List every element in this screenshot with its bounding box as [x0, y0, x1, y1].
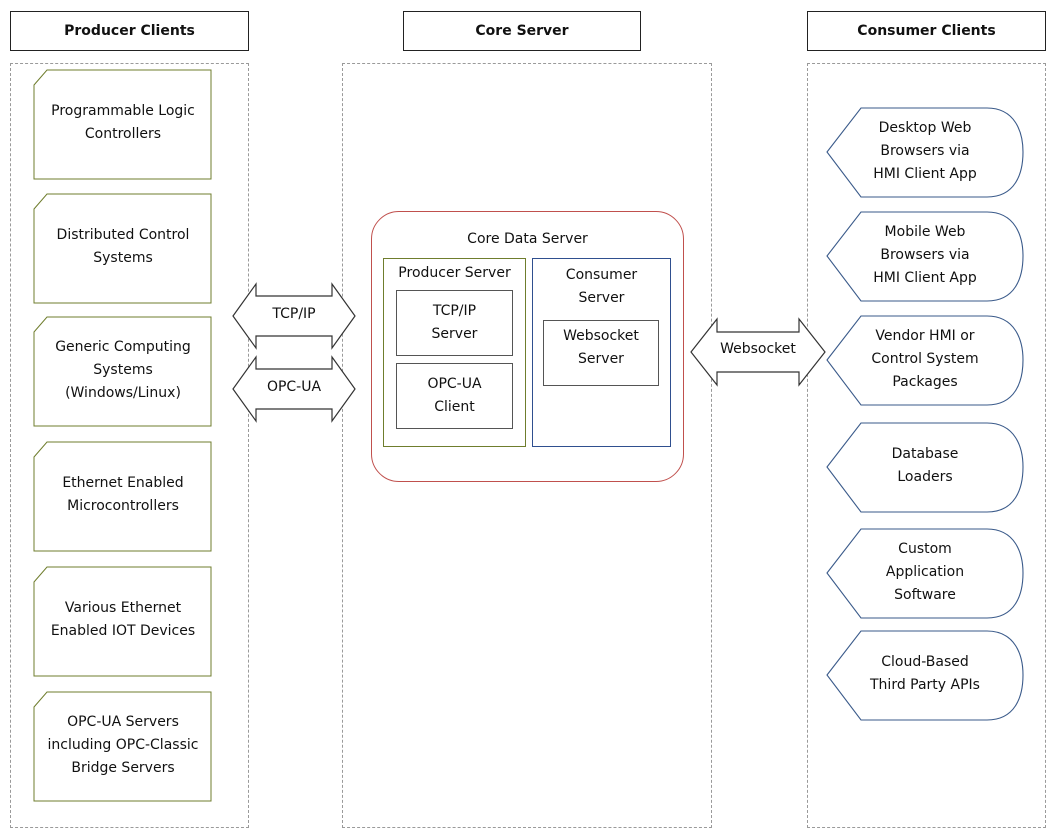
consumer-client-label: Cloud-Based Third Party APIs — [870, 654, 980, 693]
consumer-client-custom-software — [826, 528, 1024, 619]
producer-client-label: Programmable Logic Controllers — [51, 103, 195, 142]
producer-clients-header: Producer Clients — [10, 11, 249, 51]
consumer-client-label: Database Loaders — [891, 446, 959, 485]
consumer-clients-lane — [807, 63, 1046, 828]
websocket-server — [543, 320, 659, 386]
consumer-clients-header: Consumer Clients — [807, 11, 1046, 51]
consumer-server-title: Consumer Server — [565, 267, 638, 306]
websocket-arrow — [690, 317, 826, 387]
opc-ua-arrow — [232, 355, 356, 423]
consumer-client-mobile-browsers — [826, 211, 1024, 302]
producer-server-title: Producer Server — [398, 264, 511, 281]
consumer-client-label: Desktop Web Browsers via HMI Client App — [873, 119, 977, 182]
consumer-client-vendor-hmi — [826, 315, 1024, 406]
opc-ua-client — [396, 363, 513, 429]
websocket-server-label: Websocket Server — [563, 328, 639, 367]
tcp-ip-server — [396, 290, 513, 356]
tcp-ip-arrow — [232, 282, 356, 350]
producer-client-label: Distributed Control Systems — [56, 227, 190, 266]
consumer-client-label: Mobile Web Browsers via HMI Client App — [873, 223, 977, 286]
consumer-client-label: Custom Application Software — [885, 540, 965, 603]
consumer-server — [532, 258, 671, 447]
core-server-lane — [342, 63, 712, 828]
core-data-server — [371, 211, 684, 482]
tcp-ip-server-label: TCP/IP Server — [431, 303, 478, 342]
producer-client-label: Generic Computing Systems (Windows/Linux… — [55, 338, 191, 401]
consumer-client-database-loaders — [826, 422, 1024, 513]
consumer-client-desktop-browsers — [826, 107, 1024, 198]
producer-client-generic-computing — [33, 316, 212, 427]
core-data-server-title: Core Data Server — [467, 230, 588, 247]
producer-client-label: Various Ethernet Enabled IOT Devices — [50, 600, 196, 639]
core-server-header: Core Server — [403, 11, 641, 51]
consumer-client-label: Vendor HMI or Control System Packages — [871, 327, 979, 390]
producer-client-label: OPC-UA Servers including OPC-Classic Bri… — [47, 713, 199, 776]
tcp-ip-label: TCP/IP — [272, 305, 316, 322]
producer-client-ethernet-microcontrollers — [33, 441, 212, 552]
producer-client-label: Ethernet Enabled Microcontrollers — [62, 475, 184, 514]
producer-server — [383, 258, 526, 447]
producer-client-dcs — [33, 193, 212, 304]
producer-clients-lane — [10, 63, 249, 828]
producer-client-opc-ua-servers — [33, 691, 212, 802]
producer-client-iot-devices — [33, 566, 212, 677]
websocket-label: Websocket — [720, 340, 796, 357]
consumer-client-cloud-apis — [826, 630, 1024, 721]
opc-ua-client-label: OPC-UA Client — [427, 376, 482, 415]
producer-client-plc — [33, 69, 212, 180]
opc-ua-label: OPC-UA — [266, 378, 322, 395]
